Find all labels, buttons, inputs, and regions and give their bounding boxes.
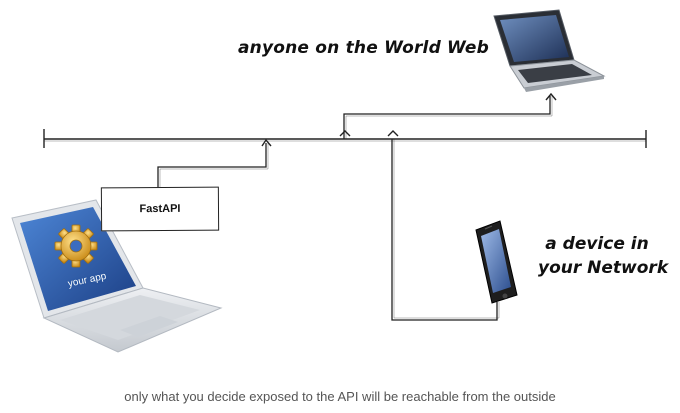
caption: only what you decide exposed to the API …	[124, 389, 556, 404]
world-connection	[339, 92, 557, 139]
device-label-line2: your Network	[538, 258, 669, 278]
gear-icon	[54, 224, 98, 268]
fastapi-label: FastAPI	[139, 202, 181, 216]
world-label: anyone on the World Web	[238, 38, 490, 58]
device-label-line1: a device in	[545, 234, 649, 254]
laptop-remote-icon	[493, 9, 606, 92]
fastapi-connection	[157, 138, 272, 187]
network-backbone	[43, 129, 647, 148]
local-connection	[387, 130, 500, 321]
fastapi-box: FastAPI	[100, 186, 220, 232]
smartphone-icon	[475, 220, 518, 304]
device-label: a device in your Network	[538, 232, 669, 280]
